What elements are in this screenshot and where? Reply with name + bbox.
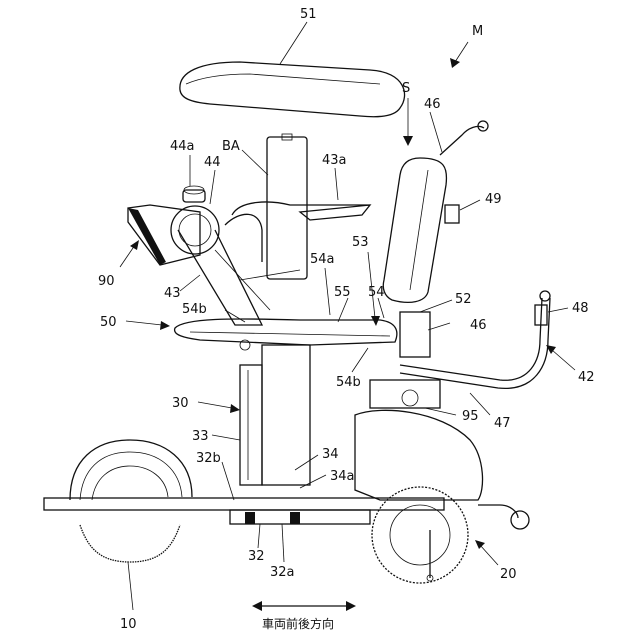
seat-cushion-51	[180, 62, 405, 117]
label-34a: 34a	[330, 469, 355, 484]
label-20: 20	[500, 567, 517, 582]
label-34: 34	[322, 447, 339, 462]
label-S: S	[402, 81, 410, 96]
label-32: 32	[248, 549, 265, 564]
label-50: 50	[100, 315, 117, 330]
label-54b-right: 54b	[336, 375, 361, 390]
control-unit-90	[128, 186, 219, 265]
label-46-mid: 46	[470, 318, 487, 333]
label-54: 54	[368, 285, 385, 300]
backrest-s	[383, 121, 488, 302]
label-10: 10	[120, 617, 137, 632]
label-32b: 32b	[196, 451, 221, 466]
label-52: 52	[455, 292, 472, 307]
label-32a: 32a	[270, 565, 295, 580]
label-55: 55	[334, 285, 351, 300]
label-44: 44	[204, 155, 221, 170]
direction-caption: 車両前後方向	[262, 616, 334, 631]
label-95: 95	[462, 409, 479, 424]
label-43: 43	[164, 286, 181, 301]
front-housing-10	[44, 440, 444, 562]
vehicle-direction-arrow: 車両前後方向	[252, 601, 356, 631]
seat-base-50	[175, 312, 430, 357]
label-51: 51	[300, 7, 317, 22]
label-46-top: 46	[424, 97, 441, 112]
label-30: 30	[172, 396, 189, 411]
label-54b-left: 54b	[182, 302, 207, 317]
label-44a: 44a	[170, 139, 195, 154]
column-30	[240, 345, 310, 485]
battery-ba	[267, 134, 307, 279]
label-33: 33	[192, 429, 209, 444]
label-53: 53	[352, 235, 369, 250]
label-42: 42	[578, 370, 595, 385]
label-90: 90	[98, 274, 115, 289]
label-43a: 43a	[322, 153, 347, 168]
armrest-42	[370, 291, 550, 408]
label-48: 48	[572, 301, 589, 316]
label-M: M	[472, 24, 483, 39]
label-54a: 54a	[310, 252, 335, 267]
label-47: 47	[494, 416, 511, 431]
seat-frame-43	[178, 202, 370, 325]
label-BA: BA	[222, 139, 240, 154]
rear-body-20	[355, 410, 529, 583]
label-49: 49	[485, 192, 502, 207]
